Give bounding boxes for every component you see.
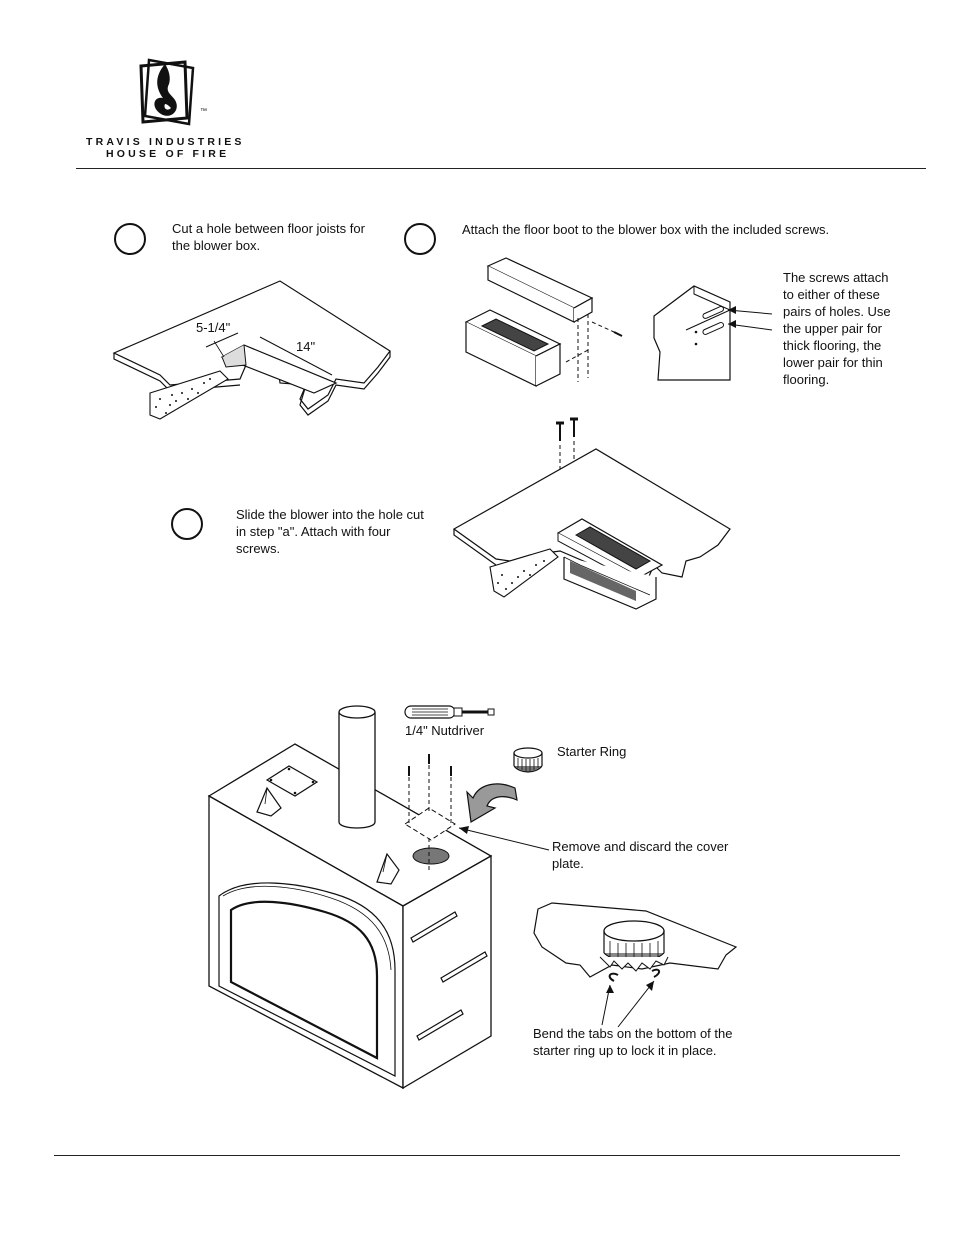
screw-holes-note: The screws attach to either of these pai… [783, 270, 891, 387]
blower-installed-diagram [450, 415, 735, 615]
nutdriver-label: 1/4" Nutdriver [405, 723, 485, 738]
footer-divider [54, 1155, 900, 1156]
floor-hole-diagram [110, 275, 400, 430]
step-a-text: Cut a hole between floor joists for the … [172, 221, 365, 253]
step-c-circle [171, 508, 203, 540]
dimension-length: 14" [296, 339, 316, 354]
nutdriver-tool-icon [404, 703, 496, 721]
floor-boot-assembly-diagram [462, 252, 642, 402]
cover-plate-note: Remove and discard the cover plate. [552, 839, 729, 871]
brand-name: TRAVIS INDUSTRIES [86, 136, 245, 148]
step-b-circle [404, 223, 436, 255]
brand-tagline: HOUSE OF FIRE [106, 148, 230, 160]
step-c-text: Slide the blower into the hole cut in st… [236, 507, 424, 556]
fireplace-insert-diagram [205, 700, 500, 1095]
step-a-circle [114, 223, 146, 255]
dimension-width: 5-1/4" [196, 320, 231, 335]
starter-ring-installed-diagram [530, 895, 740, 1025]
screw-holes-detail-diagram [650, 282, 780, 382]
tabs-note: Bend the tabs on the bottom of the start… [533, 1026, 733, 1058]
step-b-text: Attach the floor boot to the blower box … [462, 222, 830, 237]
starter-ring-icon [510, 746, 546, 778]
starter-ring-label: Starter Ring [557, 744, 627, 759]
header-divider [76, 168, 926, 169]
travis-flame-logo [135, 58, 215, 128]
trademark-symbol: ™ [200, 108, 207, 115]
